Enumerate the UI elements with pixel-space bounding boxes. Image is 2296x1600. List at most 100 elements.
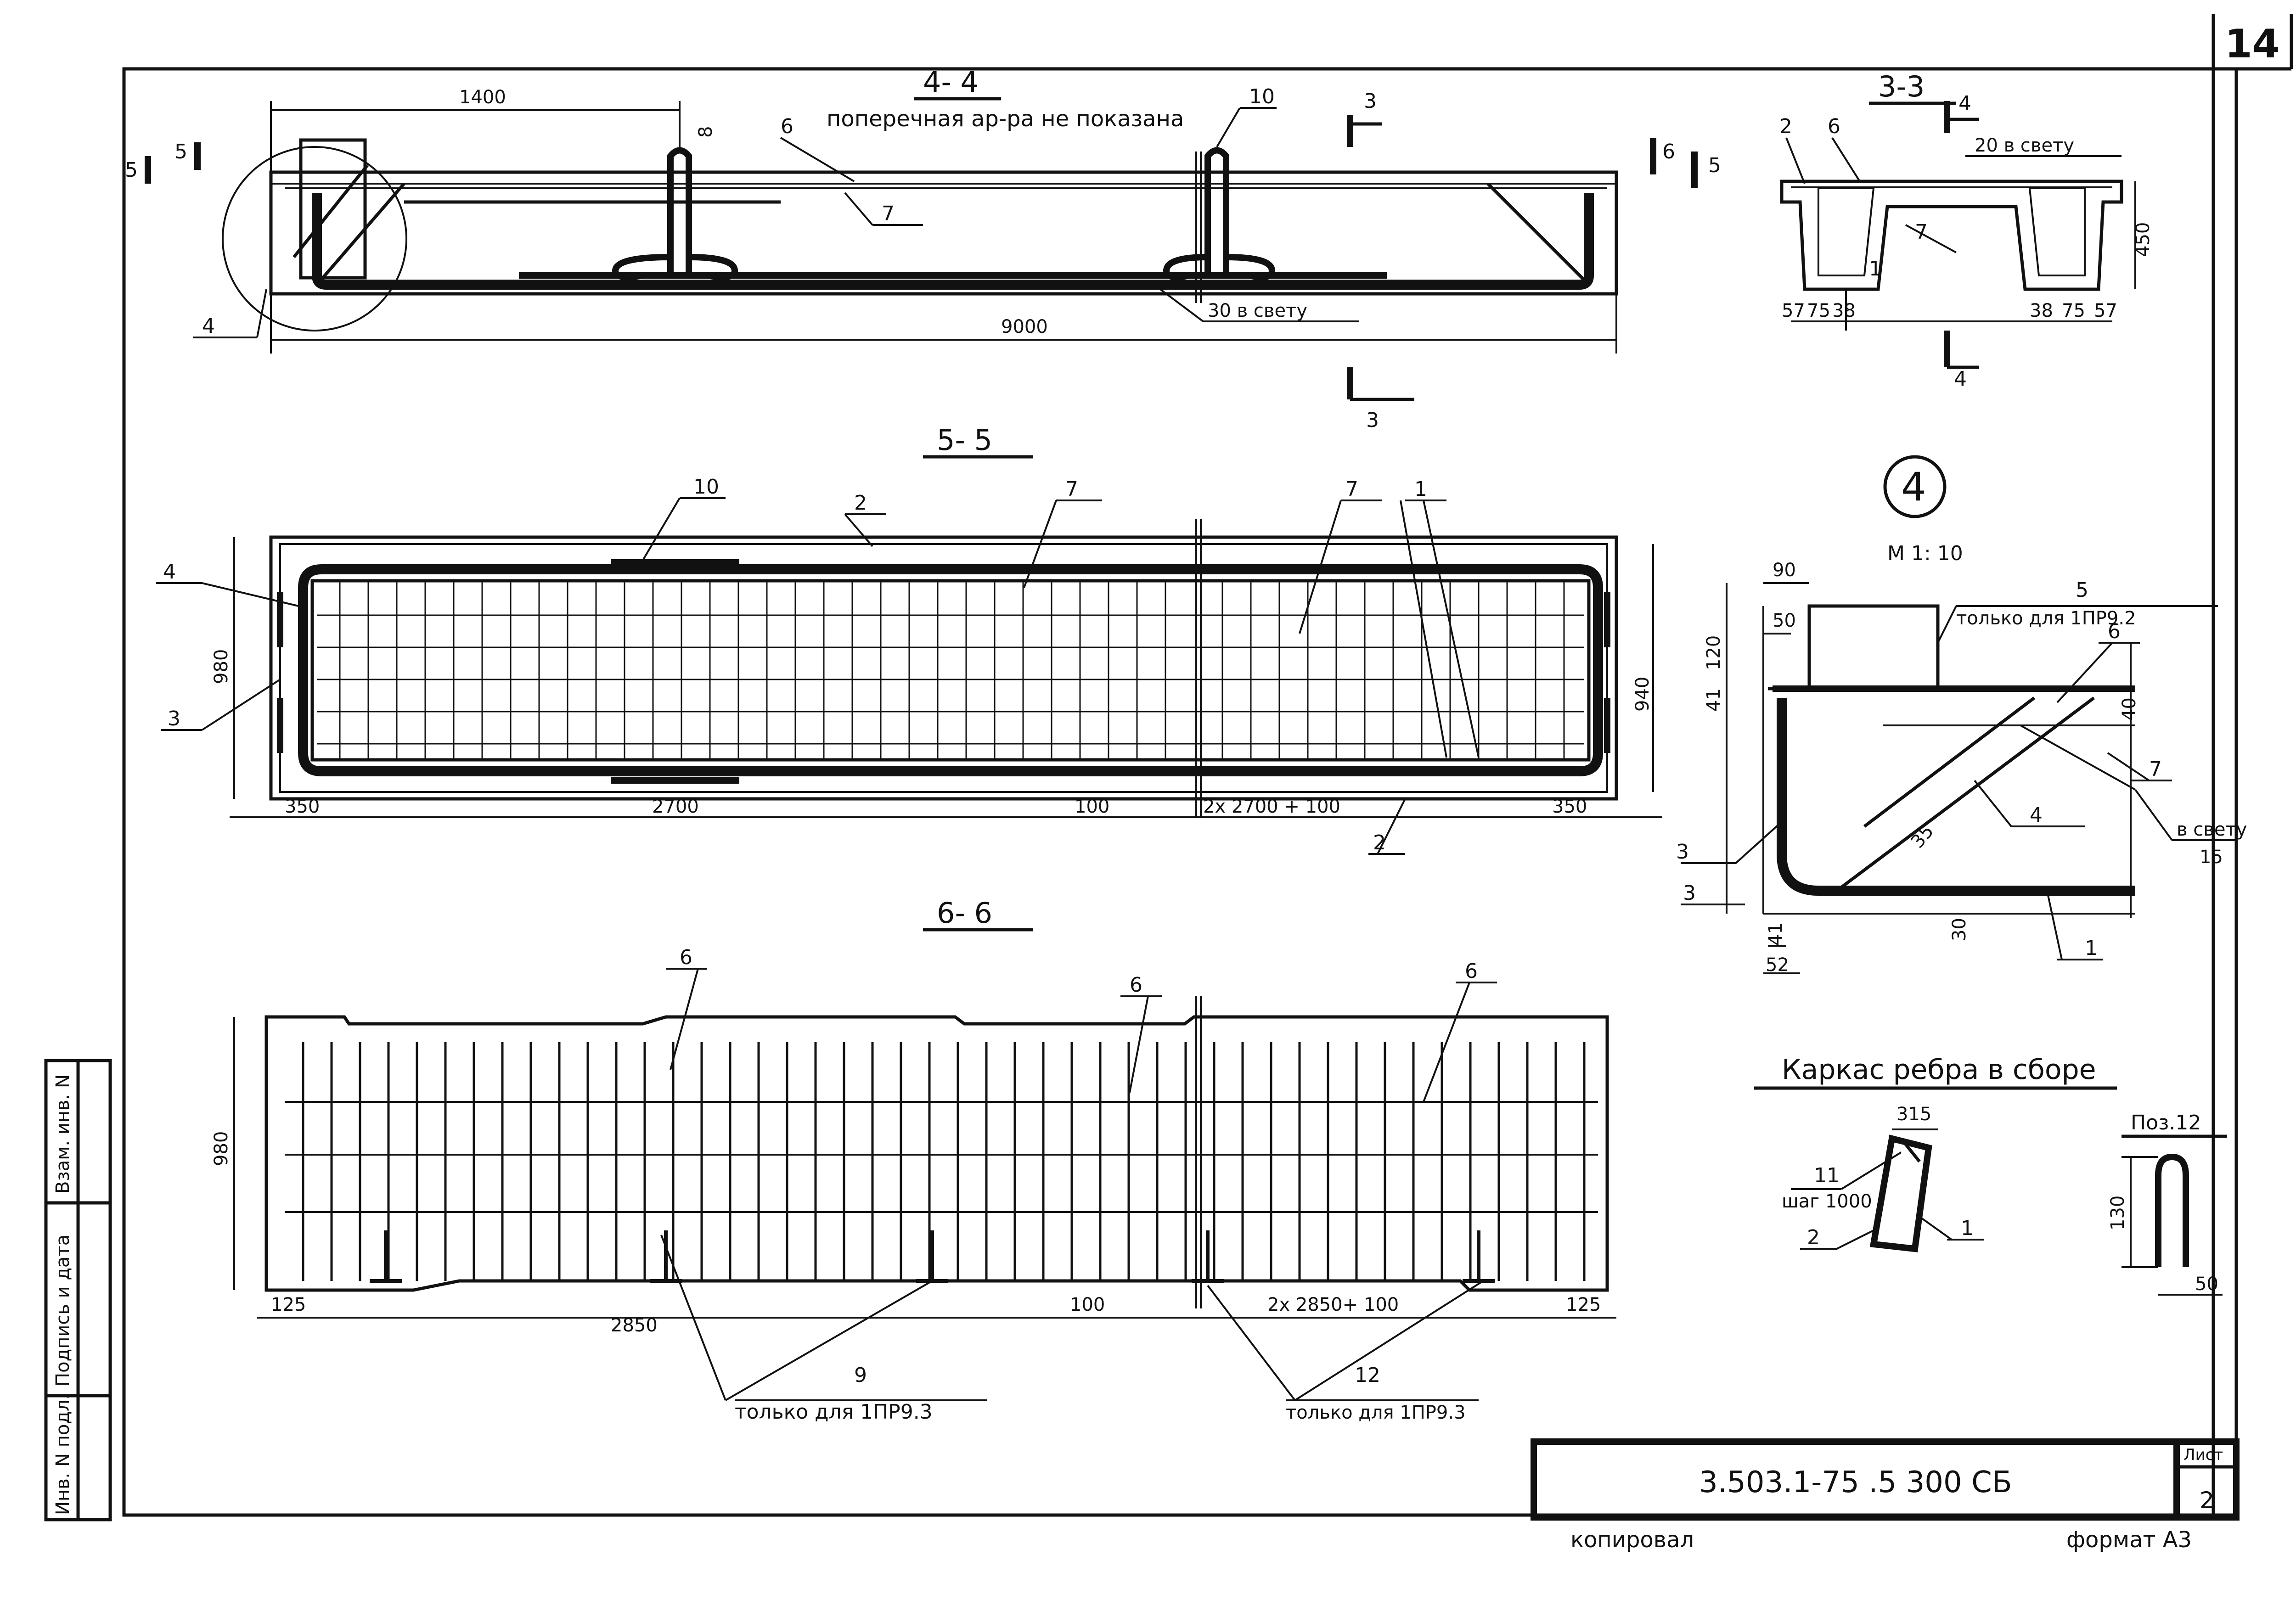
- callout-10: 10: [1249, 85, 1275, 108]
- rib-cage-title: Каркас ребра в сборе: [1782, 1054, 2096, 1086]
- sheet-number: 2: [2200, 1487, 2214, 1514]
- node-scale: М 1: 10: [1887, 542, 1963, 565]
- callout-1: 1: [2085, 937, 2098, 960]
- side-stamp: Инв. N подл. Подпись и дата Взам. инв. N: [44, 1059, 112, 1521]
- callout-4: 4: [2030, 803, 2043, 827]
- cut-3-bottom: 3: [1366, 409, 1379, 432]
- note-only-1pr93-right: только для 1ПР9.3: [1286, 1402, 1466, 1423]
- section-3-3-title: 3-3: [1878, 70, 1925, 103]
- callout-2-bottom: 2: [1373, 831, 1386, 854]
- callout-1: 1: [1869, 257, 1882, 281]
- callout-7: 7: [2149, 758, 2162, 781]
- dim-980-66: 980: [211, 1131, 232, 1166]
- dim-2x2850: 2x 2850+ 100: [1267, 1294, 1399, 1315]
- mesh-55: [317, 581, 1584, 760]
- dim-38-left: 38: [1832, 300, 1856, 321]
- callout-12: 12: [1355, 1364, 1380, 1387]
- rib-cage-assembly: Каркас ребра в сборе 315 11 шаг 1000 2 1: [1754, 1054, 2117, 1252]
- dim-75-left: 75: [1807, 300, 1830, 321]
- callout-2: 2: [1779, 115, 1792, 138]
- stamp-signature-date: Подпись и дата: [52, 1235, 73, 1387]
- callout-5: 5: [2076, 578, 2088, 602]
- callout-9: 9: [854, 1364, 867, 1387]
- note-clear: в свету: [2177, 819, 2247, 840]
- cut-3-top: 3: [1364, 90, 1377, 113]
- footer-copied: копировал: [1570, 1527, 1694, 1553]
- dim-1400: 1400: [459, 87, 506, 108]
- stamp-inv-podl: Инв. N подл.: [52, 1394, 73, 1515]
- cut-5-right: 5: [1708, 154, 1721, 177]
- title-block: 3.503.1-75 .5 300 СБ Лист 2 копировал фо…: [1531, 1438, 2240, 1553]
- position-12-detail: Поз.12 130 50: [2107, 1111, 2227, 1296]
- node-4-detail: 4 М 1: 10 90 50 120 41 40 35 30 41 52 15…: [1676, 455, 2247, 976]
- dim-52: 52: [1766, 954, 1789, 976]
- dim-100-66: 100: [1070, 1294, 1105, 1315]
- cut-6-left: 5: [174, 140, 187, 163]
- dim-130: 130: [2107, 1196, 2128, 1230]
- callout-6: 6: [1828, 115, 1840, 138]
- dim-125-right: 125: [1566, 1294, 1601, 1315]
- dim-30-clear: 30 в свету: [1208, 300, 1307, 321]
- callout-6-mid: 6: [1130, 973, 1142, 997]
- section-3-3: 3-3 20 в свету 450 57 75 38 38 75 57 2 6…: [1779, 70, 2154, 391]
- note-only-1pr93-left: только для 1ПР9.3: [735, 1400, 933, 1424]
- dim-90: 90: [1773, 560, 1796, 581]
- dim-980: 980: [211, 649, 232, 684]
- callout-4: 4: [202, 314, 215, 338]
- callout-7: 7: [1915, 220, 1928, 244]
- dim-35: 35: [1907, 821, 1938, 853]
- callout-7-left: 7: [1065, 477, 1078, 501]
- pos12-title: Поз.12: [2131, 1111, 2201, 1134]
- dim-40: 40: [2119, 697, 2140, 721]
- dim-75-right: 75: [2062, 300, 2085, 321]
- dim-38-right: 38: [2030, 300, 2053, 321]
- callout-1: 1: [1961, 1217, 1974, 1240]
- section-4-4-note: поперечная ар-ра не показана: [827, 106, 1184, 132]
- dim-350-left: 350: [285, 796, 320, 817]
- note-only-1pr92: только для 1ПР9.2: [1956, 608, 2136, 629]
- sheet-frame: 14: [122, 14, 2293, 1517]
- cut-4-bottom: 4: [1954, 367, 1967, 391]
- dim-57-right: 57: [2094, 300, 2117, 321]
- section-5-5: 5- 5 980 940 350 2700 100 2x 2700 + 100 …: [156, 423, 1662, 855]
- node-marker-label: 4: [1901, 464, 1926, 510]
- lifting-loop-1: [612, 147, 738, 281]
- dim-100: 100: [1075, 796, 1109, 817]
- callout-3-upper: 3: [1676, 840, 1689, 864]
- dim-350-right: 350: [1552, 796, 1587, 817]
- callout-7: 7: [882, 202, 895, 225]
- callout-1: 1: [1414, 477, 1427, 501]
- dim-30: 30: [1949, 918, 1970, 941]
- dim-15: 15: [2200, 847, 2223, 868]
- cut-6-right: 6: [1662, 140, 1675, 163]
- callout-11: 11: [1814, 1164, 1840, 1187]
- mesh-66: [285, 1042, 1598, 1283]
- section-4-4: 4- 4 поперечная ар-ра не показана 1400: [125, 65, 1721, 432]
- node-marker: [1883, 455, 1947, 518]
- callout-6: 6: [2108, 620, 2121, 643]
- page-number: 14: [2225, 21, 2280, 67]
- callout-2-top: 2: [854, 491, 867, 515]
- dim-41-bottom: 41: [1765, 922, 1786, 946]
- dim-125-left: 125: [271, 1294, 306, 1315]
- cut-5-left: 5: [125, 158, 138, 182]
- dim-41-top: 41: [1703, 688, 1724, 712]
- callout-6-left: 6: [680, 946, 692, 969]
- dim-50: 50: [1773, 610, 1796, 631]
- dim-120: 120: [1703, 635, 1724, 670]
- dim-315: 315: [1896, 1104, 1931, 1125]
- callout-6: 6: [781, 115, 793, 138]
- note-step-1000: шаг 1000: [1782, 1191, 1872, 1212]
- section-5-5-title: 5- 5: [937, 423, 992, 457]
- dim-8: 8: [695, 126, 716, 138]
- section-6-6: 6- 6 980 125 2850 100 2x 2850+ 100 125 6…: [211, 896, 1616, 1424]
- callout-10: 10: [693, 475, 719, 499]
- stamp-vzam-inv: Взам. инв. N: [52, 1074, 73, 1194]
- dim-57-left: 57: [1782, 300, 1805, 321]
- lifting-loop-2: [1163, 147, 1276, 281]
- dim-20-clear: 20 в свету: [1975, 135, 2074, 156]
- dim-9000: 9000: [1001, 316, 1048, 337]
- cut-4-top: 4: [1958, 92, 1971, 115]
- callout-7-right: 7: [1345, 477, 1358, 501]
